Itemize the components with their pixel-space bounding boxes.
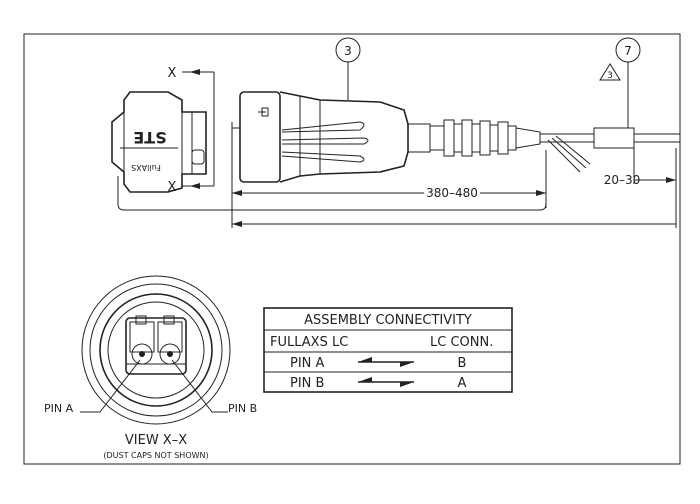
row-2-to: A (458, 376, 467, 391)
connectivity-table: ASSEMBLY CONNECTIVITY FULLAXS LC LC CONN… (263, 307, 513, 393)
svg-text:3: 3 (607, 71, 613, 81)
row-2-from: PIN B (290, 376, 324, 391)
row-1-to: B (458, 356, 467, 371)
section-label-bottom: X (168, 180, 177, 195)
table-title: ASSEMBLY CONNECTIVITY (304, 313, 472, 328)
table-row: PIN B A (290, 376, 467, 391)
dimension-length: 380–480 (426, 186, 478, 200)
callout-balloon-7: 7 (615, 37, 641, 128)
pin-b-label: PIN B (228, 402, 257, 415)
section-markers: X X (168, 66, 215, 195)
revision-triangle: 3 (599, 63, 621, 81)
svg-text:7: 7 (624, 44, 632, 58)
brand-logo-text: STE (133, 128, 166, 147)
lc-plug-body (231, 91, 431, 183)
callout-balloon-3: 3 (335, 37, 361, 100)
row-1-from: PIN A (290, 356, 325, 371)
sheet-border (23, 33, 681, 465)
table-header-right: LC CONN. (430, 335, 493, 350)
fullaxs-receptacle: STE FullAXS (111, 91, 207, 193)
strain-relief (429, 119, 541, 157)
table-header-left: FULLAXS LC (270, 335, 348, 350)
view-title: VIEW X–X (125, 433, 187, 448)
view-note: (DUST CAPS NOT SHOWN) (103, 451, 208, 460)
pin-a-label: PIN A (44, 402, 74, 415)
cable (540, 127, 680, 173)
brand-side-text: FullAXS (131, 163, 161, 172)
view-x-x: PIN A PIN B VIEW X–X (DUST CAPS NOT SHOW… (44, 275, 257, 460)
section-label-top: X (168, 66, 177, 81)
dimension-lines: 380–480 20–30 (117, 134, 677, 228)
svg-text:3: 3 (344, 44, 352, 58)
dimension-tail: 20–30 (604, 173, 641, 187)
table-row: PIN A B (290, 356, 466, 371)
